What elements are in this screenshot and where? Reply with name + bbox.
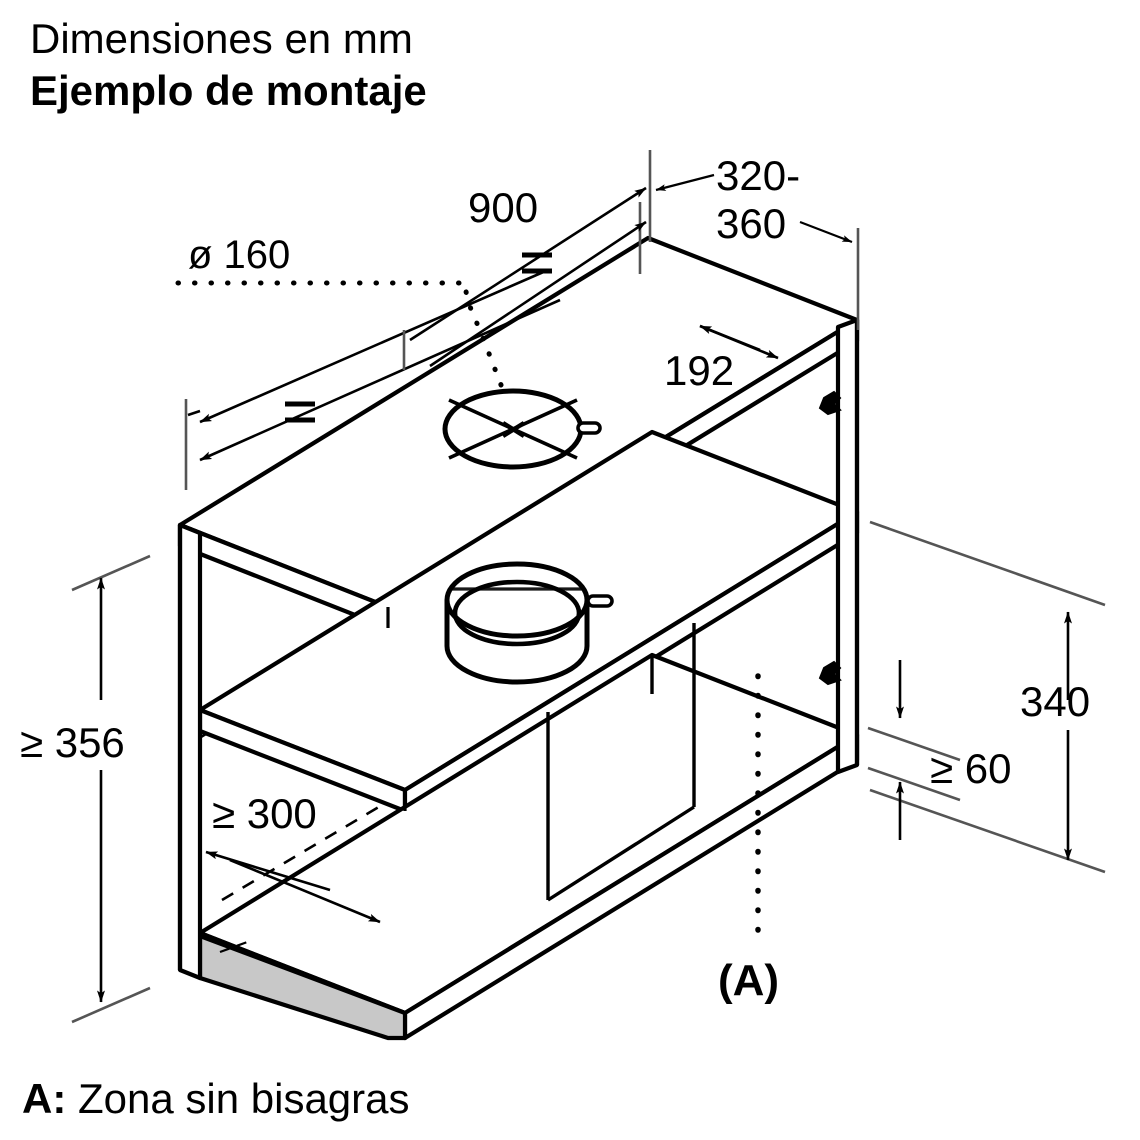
dim-offset-192 <box>699 324 779 360</box>
hinge-icon-top <box>818 390 842 416</box>
partition-base-edge <box>547 805 695 902</box>
dim-min-depth-300 <box>205 850 381 924</box>
dim-label-offset: 192 <box>664 347 734 394</box>
dim-label-min-depth: ≥ 300 <box>212 790 317 837</box>
page-title: Ejemplo de montaje <box>30 67 427 114</box>
dim-label-depth-line1: 320- <box>716 152 800 199</box>
inner-partitions <box>546 623 696 900</box>
duct-collar-icon <box>444 561 614 685</box>
dim-min-height-356 <box>71 554 151 1024</box>
dim-duct-diameter <box>175 280 509 401</box>
legend-value: Zona sin bisagras <box>66 1075 409 1122</box>
dim-label-rear-height: 340 <box>1020 678 1090 725</box>
vent-hole-icon <box>442 388 602 470</box>
units-label: Dimensiones en mm <box>30 15 413 62</box>
dim-label-width: 900 <box>468 184 538 231</box>
legend-key: A: <box>22 1075 66 1122</box>
dim-min-gap-60 <box>867 660 961 840</box>
right-side-panel <box>835 317 860 775</box>
dim-label-min-height: ≥ 356 <box>20 719 125 766</box>
dim-label-depth-line2: 360 <box>716 200 786 247</box>
opening-edges <box>386 607 407 811</box>
dim-rear-height-340 <box>869 520 1106 874</box>
dim-label-min-gap: ≥ 60 <box>930 745 1011 792</box>
dim-width-900 <box>184 186 647 490</box>
hinge-icon-bottom <box>818 660 842 686</box>
dim-label-duct-diameter: ø 160 <box>188 233 290 277</box>
dim-depth-320-360 <box>648 150 860 330</box>
zone-a-marker: (A) <box>718 956 779 1005</box>
legend-caption: A: Zona sin bisagras <box>22 1075 410 1122</box>
left-side-panel <box>177 522 203 981</box>
